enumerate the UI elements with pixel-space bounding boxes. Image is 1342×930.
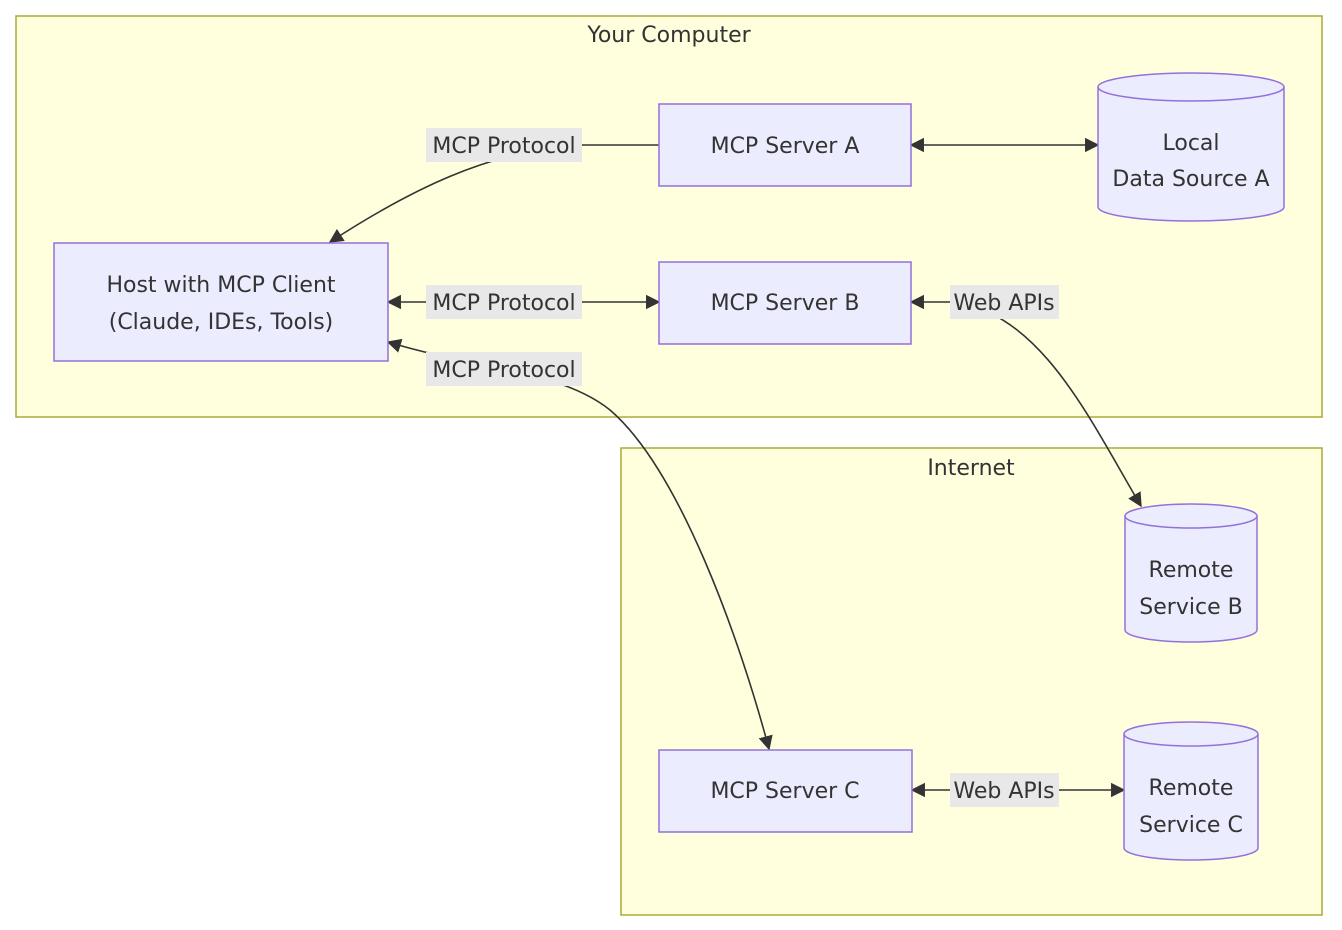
db-local-a-top xyxy=(1097,72,1285,102)
edge-label-host-server-a: MCP Protocol xyxy=(426,128,582,162)
edge-label-server-c-remote-c: Web APIs xyxy=(950,773,1059,807)
node-local-a-label-line2: Data Source A xyxy=(1112,167,1269,192)
edge-label-bg xyxy=(950,773,1059,807)
edge-label-text: MCP Protocol xyxy=(432,291,575,316)
db-local-a-body[interactable] xyxy=(1097,87,1285,222)
cluster-your-computer-label: Your Computer xyxy=(586,23,751,48)
edge-label-text: MCP Protocol xyxy=(432,358,575,383)
node-host[interactable]: Host with MCP Client (Claude, IDEs, Tool… xyxy=(53,242,389,362)
node-local-data-source-a[interactable]: Local Data Source A xyxy=(1097,72,1285,222)
edge-label-text: Web APIs xyxy=(953,291,1054,316)
edge-label-bg xyxy=(950,285,1059,319)
edge-label-bg xyxy=(426,352,582,386)
node-server-a-label: MCP Server A xyxy=(711,134,860,159)
db-remote-b-body[interactable] xyxy=(1124,516,1258,643)
edge-label-text: Web APIs xyxy=(953,779,1054,804)
node-host-label-line2: (Claude, IDEs, Tools) xyxy=(109,310,334,335)
node-remote-service-c[interactable]: Remote Service C xyxy=(1123,721,1259,861)
edge-label-bg xyxy=(426,128,582,162)
db-remote-b-top xyxy=(1124,503,1258,529)
edge-label-bg xyxy=(426,285,582,319)
node-server-b[interactable]: MCP Server B xyxy=(658,261,912,345)
node-server-c[interactable]: MCP Server C xyxy=(658,749,913,833)
node-remote-b-label-line1: Remote xyxy=(1149,558,1234,583)
node-remote-c-label-line1: Remote xyxy=(1149,776,1234,801)
node-server-c-label: MCP Server C xyxy=(710,779,859,804)
node-local-a-label-line1: Local xyxy=(1162,131,1219,156)
node-server-a-box[interactable] xyxy=(658,103,912,187)
node-server-b-label: MCP Server B xyxy=(711,291,860,316)
edge-label-text: MCP Protocol xyxy=(432,134,575,159)
node-server-c-box[interactable] xyxy=(658,749,913,833)
node-remote-b-label-line2: Service B xyxy=(1139,595,1242,620)
node-host-box[interactable] xyxy=(53,242,389,362)
node-server-a[interactable]: MCP Server A xyxy=(658,103,912,187)
cluster-internet-label: Internet xyxy=(927,456,1015,481)
db-remote-c-body[interactable] xyxy=(1123,734,1259,861)
db-remote-c-top xyxy=(1123,721,1259,747)
node-host-label-line1: Host with MCP Client xyxy=(106,273,335,298)
edge-label-server-b-remote-b: Web APIs xyxy=(950,285,1059,319)
edge-label-host-server-c: MCP Protocol xyxy=(426,352,582,386)
node-remote-c-label-line2: Service C xyxy=(1139,813,1243,838)
node-server-b-box[interactable] xyxy=(658,261,912,345)
node-remote-service-b[interactable]: Remote Service B xyxy=(1124,503,1258,643)
edge-label-host-server-b: MCP Protocol xyxy=(426,285,582,319)
